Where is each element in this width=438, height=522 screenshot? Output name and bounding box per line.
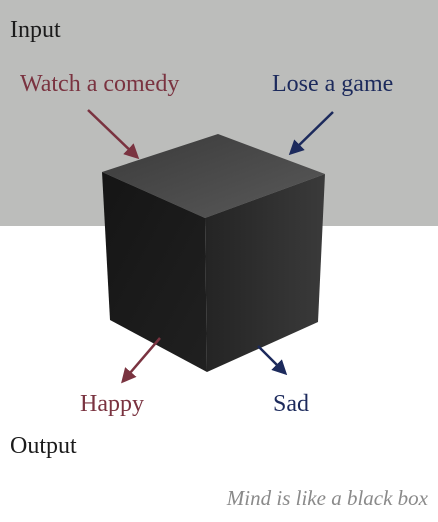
cube-left-face [102,172,207,372]
arrow-sad-out [257,345,288,376]
input-heading: Input [10,17,61,43]
arrow-happy-out [121,337,161,384]
input-label-lose-game: Lose a game [272,71,394,97]
cube-top-face [102,134,325,218]
black-box-cube [102,134,325,372]
output-label-sad: Sad [273,391,309,417]
output-heading: Output [10,433,77,459]
cube-right-face [205,174,325,372]
arrow-lose-game-in [288,111,334,156]
diagram-caption: Mind is like a black box [226,486,428,510]
arrow-comedy-in [87,109,140,160]
output-label-happy: Happy [80,391,144,417]
input-label-comedy: Watch a comedy [20,71,180,97]
